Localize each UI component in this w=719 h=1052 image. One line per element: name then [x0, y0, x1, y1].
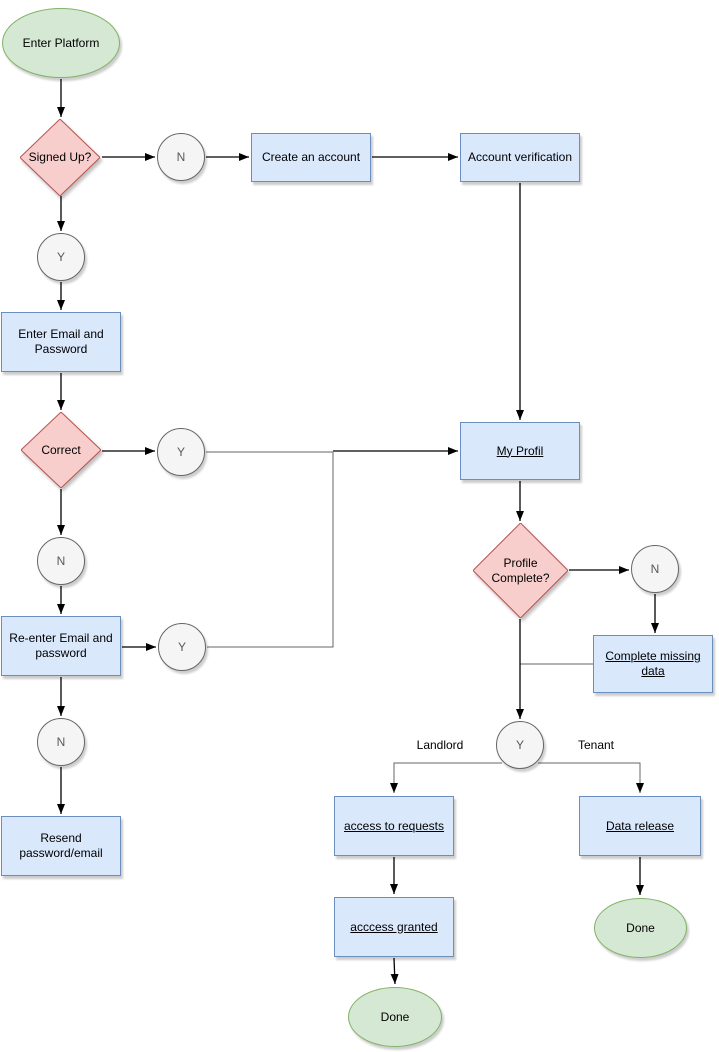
- node-label: acccess granted: [350, 919, 438, 934]
- node-label: N: [176, 149, 186, 164]
- node-done-landlord[interactable]: Done: [348, 987, 442, 1047]
- node-create-account[interactable]: Create an account: [251, 133, 371, 182]
- node-enter-email-password[interactable]: Enter Email and Password: [1, 312, 121, 372]
- node-label: N: [56, 553, 66, 568]
- node-label: Resend password/email: [19, 831, 103, 860]
- node-label: Correct: [41, 442, 81, 457]
- edge-yreenter-junction: [207, 452, 334, 648]
- node-signed-up-decision[interactable]: Signed Up?: [20, 119, 100, 196]
- node-label: Done: [380, 1009, 410, 1024]
- node-label: Account verification: [467, 150, 573, 164]
- diamond-shape: [21, 412, 101, 488]
- node-y-signed-up[interactable]: Y: [37, 233, 85, 281]
- node-label: Create an account: [261, 150, 361, 164]
- node-account-verification[interactable]: Account verification: [460, 133, 580, 182]
- node-n-reenter[interactable]: N: [37, 718, 85, 766]
- node-my-profil[interactable]: My Profil: [460, 422, 580, 480]
- node-label: Signed Up?: [28, 150, 92, 164]
- node-enter-platform[interactable]: Enter Platform: [2, 8, 120, 78]
- edge-label-tenant: Tenant: [577, 738, 615, 752]
- edge-y-datarelease: [538, 762, 644, 793]
- node-y-profile[interactable]: Y: [496, 721, 544, 769]
- node-y-correct[interactable]: Y: [157, 428, 205, 476]
- node-label: My Profil: [496, 443, 544, 458]
- node-resend-password-email[interactable]: Resend password/email: [1, 816, 121, 876]
- node-label: Enter Email and Password: [18, 327, 104, 356]
- node-label: Y: [177, 639, 186, 654]
- node-label: Re-enter Email and password: [9, 631, 113, 660]
- node-correct-decision[interactable]: Correct: [21, 412, 101, 488]
- diamond-shape: [473, 523, 568, 618]
- node-label: Done: [626, 920, 655, 935]
- node-label: N: [650, 561, 660, 576]
- node-label: N: [56, 734, 66, 749]
- edge-label-landlord: Landlord: [416, 738, 464, 752]
- node-reenter-email-password[interactable]: Re-enter Email and password: [1, 616, 121, 676]
- node-label: Enter Platform: [22, 35, 100, 50]
- node-complete-missing-data[interactable]: Complete missing data: [593, 635, 713, 693]
- node-profile-complete-decision[interactable]: Profile Complete?: [473, 523, 568, 618]
- node-label: Profile Complete?: [491, 555, 550, 585]
- node-y-reenter[interactable]: Y: [158, 623, 206, 671]
- node-data-release[interactable]: Data release: [579, 796, 701, 856]
- edge-y-accessrequests: [390, 762, 502, 793]
- edge-granted-done: [390, 957, 399, 985]
- node-n-correct[interactable]: N: [37, 537, 85, 585]
- node-n-signed-up[interactable]: N: [157, 133, 205, 181]
- node-done-tenant[interactable]: Done: [594, 898, 687, 958]
- node-access-to-requests[interactable]: access to requests: [334, 796, 454, 856]
- node-label: Y: [56, 249, 65, 264]
- node-label: Data release: [605, 818, 675, 833]
- node-n-profile[interactable]: N: [631, 545, 679, 593]
- node-label: access to requests: [343, 818, 445, 833]
- node-label: Y: [176, 444, 185, 459]
- node-acccess-granted[interactable]: acccess granted: [334, 897, 454, 957]
- diamond-shape: [20, 119, 100, 196]
- node-label: Y: [515, 737, 524, 752]
- node-label: Complete missing data: [605, 649, 701, 678]
